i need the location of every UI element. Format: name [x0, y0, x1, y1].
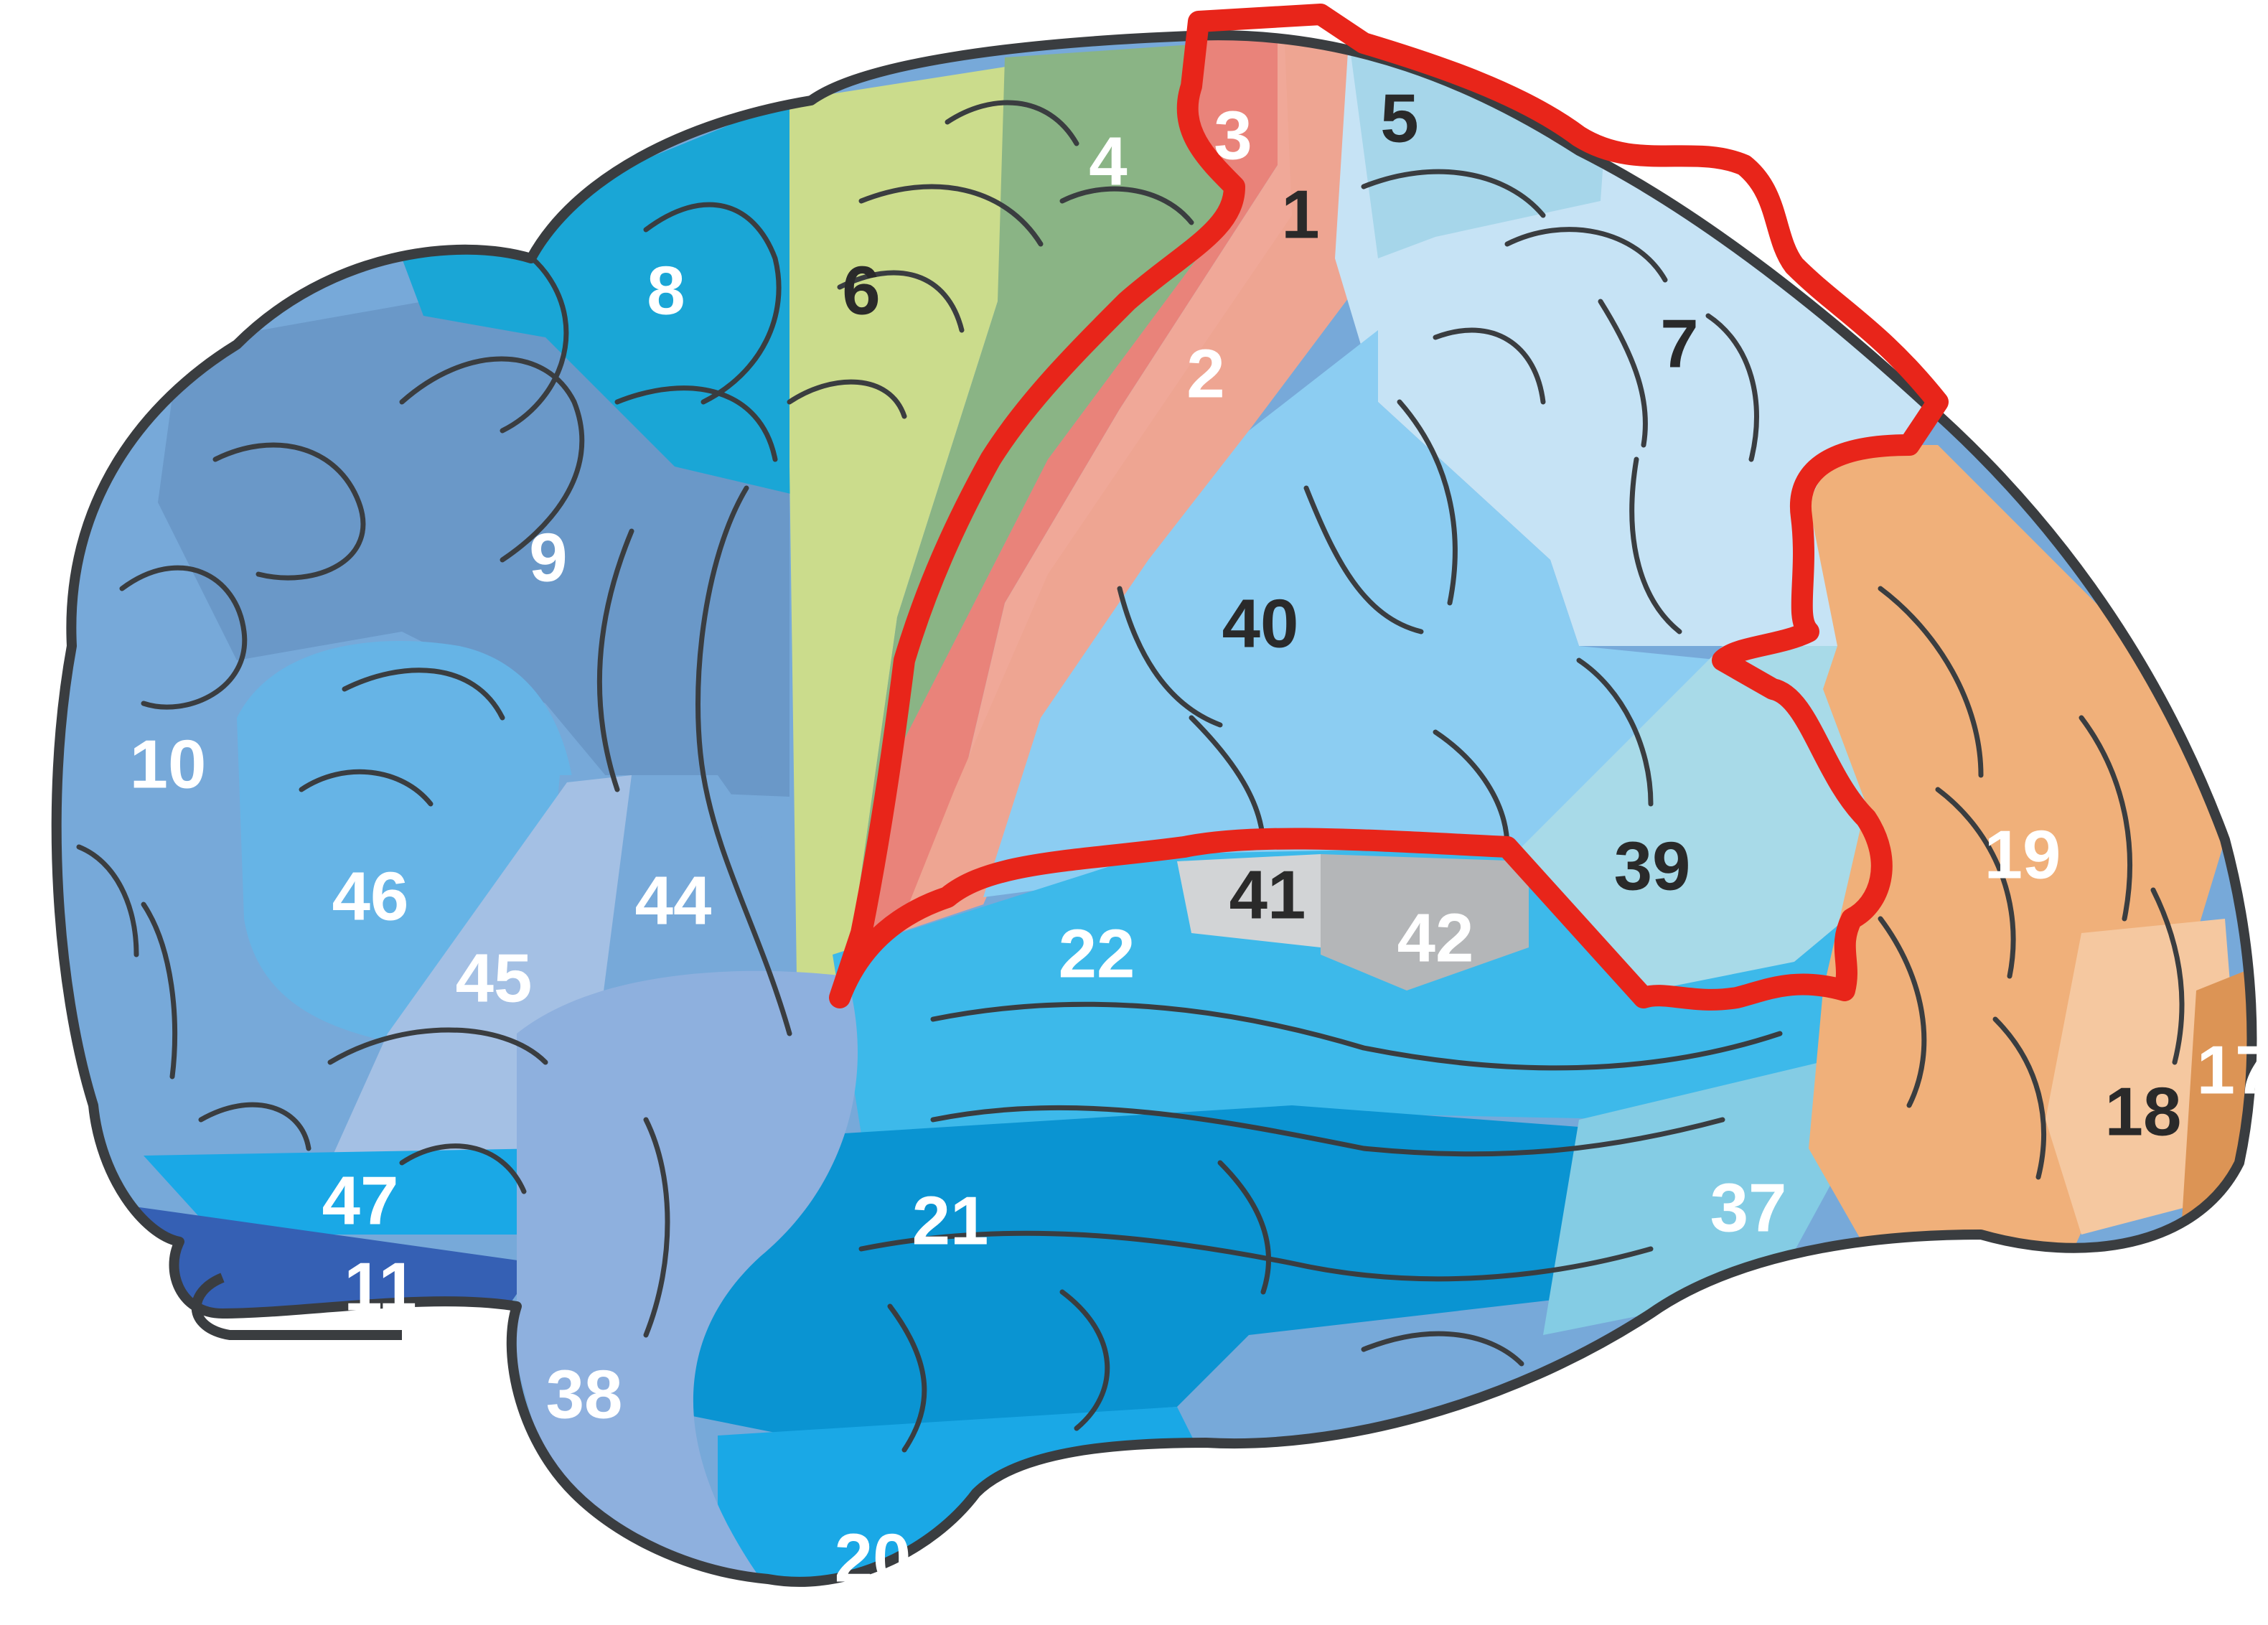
area-label-22: 22	[1059, 915, 1135, 992]
area-label-7: 7	[1660, 305, 1698, 382]
area-label-11: 11	[344, 1248, 416, 1325]
area-label-37: 37	[1710, 1169, 1787, 1246]
area-label-5: 5	[1380, 80, 1418, 156]
area-label-6: 6	[842, 252, 880, 329]
area-label-3: 3	[1214, 97, 1252, 174]
area-label-21: 21	[912, 1182, 989, 1259]
area-label-18: 18	[2105, 1073, 2182, 1150]
area-label-42: 42	[1397, 899, 1474, 976]
area-label-47: 47	[322, 1162, 399, 1239]
area-label-41: 41	[1229, 856, 1306, 933]
area-label-4: 4	[1089, 123, 1127, 200]
area-label-19: 19	[1985, 816, 2061, 893]
area-label-9: 9	[529, 519, 567, 596]
area-label-17: 17	[2197, 1031, 2268, 1108]
area-label-46: 46	[332, 858, 409, 935]
area-label-40: 40	[1222, 585, 1299, 662]
area-label-44: 44	[635, 862, 712, 939]
area-label-38: 38	[546, 1356, 623, 1433]
area-label-10: 10	[130, 726, 207, 802]
area-label-1: 1	[1281, 176, 1319, 253]
area-label-45: 45	[456, 940, 533, 1016]
area-label-39: 39	[1614, 828, 1691, 904]
area-label-8: 8	[647, 252, 685, 329]
area-label-20: 20	[835, 1519, 912, 1596]
area-label-2: 2	[1186, 335, 1224, 412]
